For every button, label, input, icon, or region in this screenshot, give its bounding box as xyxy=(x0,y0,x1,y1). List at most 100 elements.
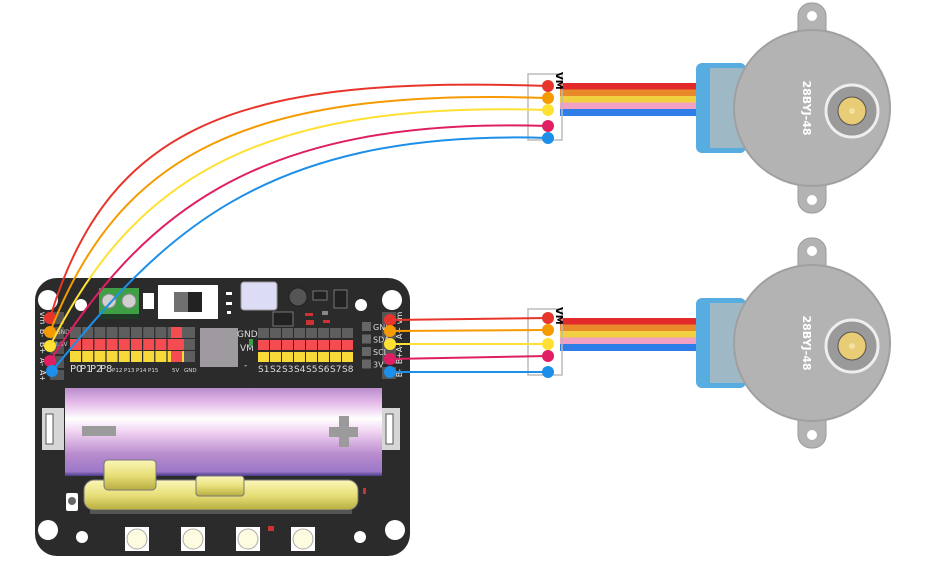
wire-end[interactable] xyxy=(542,92,554,104)
header-pin[interactable] xyxy=(94,327,106,338)
servo-pin[interactable] xyxy=(342,340,353,350)
wire[interactable] xyxy=(389,317,549,321)
wire-end[interactable] xyxy=(542,324,554,336)
header-pin[interactable] xyxy=(155,327,167,338)
servo-pin[interactable] xyxy=(294,352,305,362)
header-pin-5v[interactable] xyxy=(171,351,182,362)
terminal-label-a-: A- xyxy=(38,358,47,366)
header-pin[interactable] xyxy=(118,351,130,362)
header-pin[interactable] xyxy=(94,351,106,362)
servo-pin[interactable] xyxy=(318,340,329,350)
i2c-label-gnd: GND xyxy=(373,323,391,332)
power-switch[interactable] xyxy=(158,285,218,319)
wire-end[interactable] xyxy=(542,120,554,132)
servo-pin[interactable] xyxy=(282,352,293,362)
mounting-hole xyxy=(355,299,367,311)
header-pin[interactable] xyxy=(70,351,81,362)
wire-end[interactable] xyxy=(44,326,56,338)
led xyxy=(227,311,231,314)
servo-pin[interactable] xyxy=(306,352,317,362)
servo-pin[interactable] xyxy=(306,328,317,338)
wire-end[interactable] xyxy=(542,312,554,324)
header-pin-gnd[interactable] xyxy=(184,351,195,362)
connector-label-vm: VM xyxy=(553,72,564,90)
servo-pin[interactable] xyxy=(258,352,269,362)
servo-pin[interactable] xyxy=(318,328,329,338)
header-pin[interactable] xyxy=(131,351,142,362)
header-pin[interactable] xyxy=(82,327,94,338)
wire-end[interactable] xyxy=(44,312,56,324)
header-pin[interactable] xyxy=(106,351,118,362)
i2c-pin[interactable] xyxy=(362,334,371,344)
servo-pin[interactable] xyxy=(258,340,269,350)
wire-end[interactable] xyxy=(384,314,396,326)
wire[interactable] xyxy=(49,108,549,347)
header-pin-5v[interactable] xyxy=(171,339,182,350)
wire-end[interactable] xyxy=(542,350,554,362)
ribbon-wire xyxy=(560,331,700,338)
wire-end[interactable] xyxy=(46,365,58,377)
header-pin[interactable] xyxy=(118,339,130,350)
header-pin-gnd[interactable] xyxy=(184,327,195,338)
wire[interactable] xyxy=(49,124,549,362)
header-pin[interactable] xyxy=(70,327,81,338)
wire-end[interactable] xyxy=(384,338,396,350)
i2c-pin[interactable] xyxy=(362,359,371,369)
wire-end[interactable] xyxy=(44,355,56,367)
jumper[interactable] xyxy=(249,339,253,346)
servo-pin[interactable] xyxy=(330,328,341,338)
wire[interactable] xyxy=(49,83,549,319)
servo-pin[interactable] xyxy=(270,328,281,338)
header-pin[interactable] xyxy=(143,339,155,350)
servo-pin[interactable] xyxy=(294,328,305,338)
usb-port[interactable] xyxy=(240,281,278,311)
wire-end[interactable] xyxy=(542,338,554,350)
header-pin[interactable] xyxy=(143,327,155,338)
wire-end[interactable] xyxy=(542,132,554,144)
ribbon-wire xyxy=(560,83,700,90)
wire-end[interactable] xyxy=(542,104,554,116)
wire-end[interactable] xyxy=(542,80,554,92)
header-pin[interactable] xyxy=(143,351,155,362)
header-pin[interactable] xyxy=(94,339,106,350)
servo-pin[interactable] xyxy=(270,352,281,362)
header-pin-5v[interactable] xyxy=(171,327,182,338)
header-pin[interactable] xyxy=(106,339,118,350)
wire-end[interactable] xyxy=(384,366,396,378)
wire[interactable] xyxy=(49,96,549,333)
servo-pin[interactable] xyxy=(342,352,353,362)
i2c-pin[interactable] xyxy=(362,347,371,356)
reset-button[interactable] xyxy=(312,290,328,301)
resistor xyxy=(306,320,314,325)
servo-pin[interactable] xyxy=(282,340,293,350)
wire[interactable] xyxy=(389,355,549,360)
servo-pin[interactable] xyxy=(270,340,281,350)
header-pin[interactable] xyxy=(155,339,167,350)
servo-pin[interactable] xyxy=(318,352,329,362)
header-pin[interactable] xyxy=(118,327,130,338)
servo-pin[interactable] xyxy=(258,328,269,338)
header-pin[interactable] xyxy=(82,351,94,362)
header-pin[interactable] xyxy=(131,327,142,338)
header-pin[interactable] xyxy=(106,327,118,338)
servo-pin[interactable] xyxy=(294,340,305,350)
wire-end[interactable] xyxy=(384,325,396,337)
wire-end[interactable] xyxy=(542,366,554,378)
header-pin[interactable] xyxy=(155,351,167,362)
wire[interactable] xyxy=(389,329,549,332)
servo-pin[interactable] xyxy=(282,328,293,338)
header-pin-gnd[interactable] xyxy=(184,339,195,350)
servo-pin[interactable] xyxy=(342,328,353,338)
wire[interactable] xyxy=(51,136,549,372)
motor-model-label: 28BYJ-48 xyxy=(800,315,813,370)
driver-chip xyxy=(200,328,238,367)
header-pin[interactable] xyxy=(82,339,94,350)
wire-end[interactable] xyxy=(384,353,396,365)
servo-label-vm: VM xyxy=(240,344,254,354)
servo-pin[interactable] xyxy=(306,340,317,350)
i2c-pin[interactable] xyxy=(362,322,371,331)
servo-pin[interactable] xyxy=(330,352,341,362)
header-pin[interactable] xyxy=(131,339,142,350)
wire-end[interactable] xyxy=(44,340,56,352)
servo-pin[interactable] xyxy=(330,340,341,350)
